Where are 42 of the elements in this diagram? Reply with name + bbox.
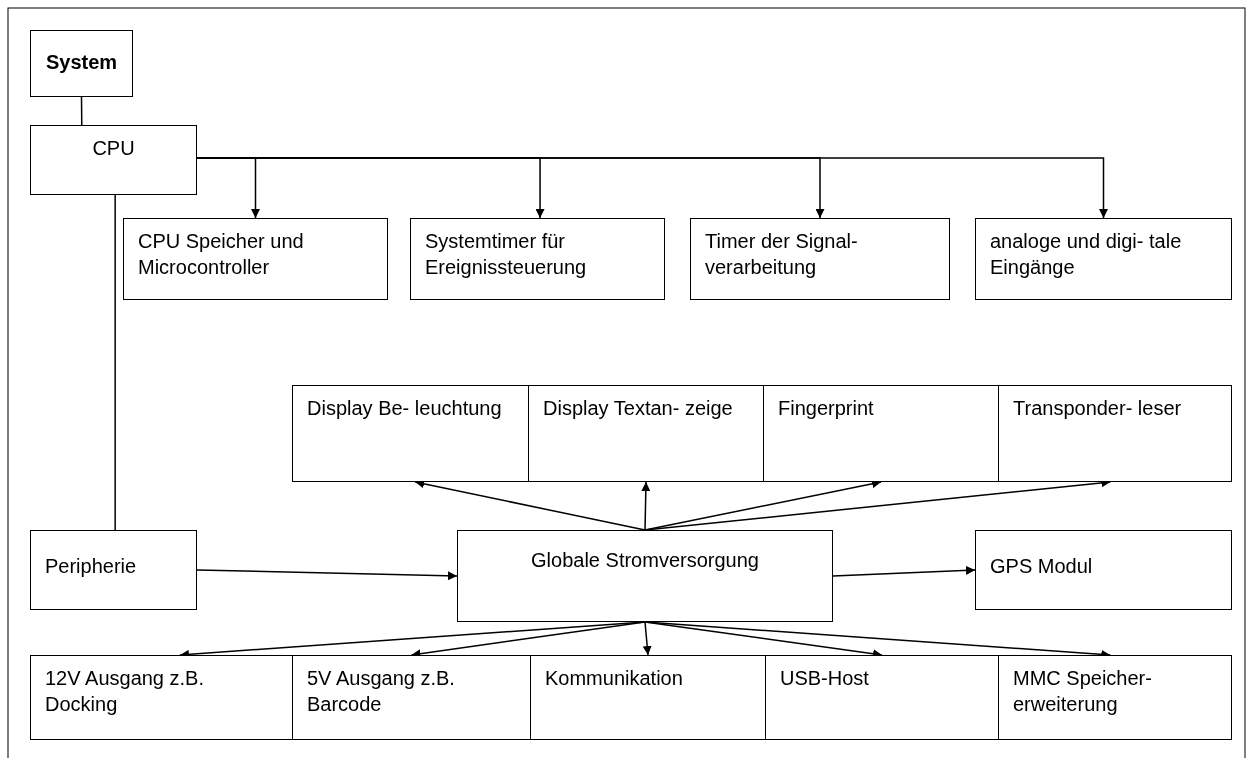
- process-box: [292, 385, 529, 482]
- process-box: [30, 530, 197, 610]
- process-box: [528, 385, 764, 482]
- process-box: [690, 218, 950, 300]
- process-box: [763, 385, 999, 482]
- box-label: Display Be- leuchtung: [307, 396, 503, 421]
- box-label: Timer der Signal- verarbeitung: [705, 229, 859, 280]
- box-label: 12V Ausgang z.B. Docking: [45, 666, 205, 717]
- box-label: GPS Modul: [990, 554, 1094, 579]
- process-box: [457, 530, 833, 622]
- box-label: 5V Ausgang z.B. Barcode: [307, 666, 456, 717]
- box-label: USB-Host: [780, 666, 870, 691]
- box-label: Kommunikation: [545, 666, 684, 691]
- box-label: CPU Speicher und Microcontroller: [138, 229, 305, 280]
- box-label: CPU: [91, 136, 136, 161]
- process-box: [998, 655, 1232, 740]
- process-box: [530, 655, 766, 740]
- process-box: [975, 530, 1232, 610]
- process-box: [123, 218, 388, 300]
- process-box: [30, 655, 293, 740]
- connector-line: [114, 194, 116, 531]
- process-box: [975, 218, 1232, 300]
- box-label: analoge und digi- tale Eingänge: [990, 229, 1183, 280]
- connector-line: [832, 565, 976, 577]
- box-label: MMC Speicher- erweiterung: [1013, 666, 1153, 717]
- box-label: Fingerprint: [778, 396, 875, 421]
- connector-line: [641, 481, 651, 531]
- box-label: Display Textan- zeige: [543, 396, 734, 421]
- box-label: System: [45, 50, 118, 75]
- connector-line: [642, 621, 652, 656]
- connector-line: [80, 96, 83, 126]
- process-box: [30, 125, 197, 195]
- process-box: [292, 655, 531, 740]
- process-box: [998, 385, 1232, 482]
- box-label: Systemtimer für Ereignissteuerung: [425, 229, 588, 280]
- box-label: Transponder- leser: [1013, 396, 1183, 421]
- box-label: Globale Stromversorgung: [530, 548, 760, 573]
- process-box: [410, 218, 665, 300]
- connector-line: [196, 569, 458, 581]
- process-box: [30, 30, 133, 97]
- process-box: [765, 655, 999, 740]
- box-label: Peripherie: [45, 554, 138, 579]
